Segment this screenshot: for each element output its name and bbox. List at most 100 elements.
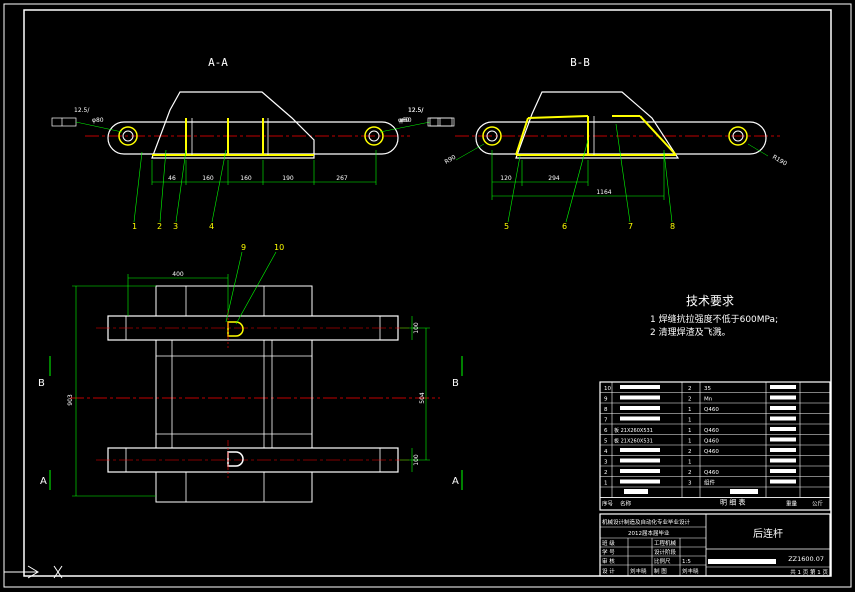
bom-row-qty: 3 [688, 481, 692, 487]
title-row-cell-0: 设 计 [602, 567, 615, 575]
bb-callout-6: 6 [562, 222, 567, 231]
bom-row-name-bar [620, 448, 660, 452]
bb-radius-left: R90 [444, 154, 458, 166]
bom-row-note-bar [770, 479, 796, 484]
title-sheet: 共 1 页 第 1 页 [790, 568, 828, 576]
aa-dim-4: 267 [336, 175, 348, 182]
bom-row-name-bar [620, 458, 660, 463]
tech-line-1: 1 焊缝抗拉强度不低于600MPa; [650, 313, 778, 325]
bom-header-2: 明 细 表 [720, 498, 745, 507]
aa-dim-0: 46 [168, 175, 176, 182]
bom-row-no: 7 [604, 418, 608, 424]
bom-row-no: 2 [604, 470, 608, 476]
title-drawing-no: ZZ1600.07 [788, 555, 824, 563]
bom-row-no: 9 [604, 397, 608, 403]
bb-hole-roughness: 12.5/ [408, 107, 424, 114]
title-row-cell-1: 刘丰晓 [630, 567, 647, 575]
bom-row-note-bar [770, 395, 796, 400]
title-school: 机械设计制造及自动化专业毕业设计 [602, 518, 691, 526]
bom-row-material: 35 [704, 386, 711, 392]
section-marker-a-right: A [452, 476, 459, 487]
bom-row-note-bar [770, 416, 796, 421]
bom-row-no: 3 [604, 460, 608, 466]
aa-hole-roughness: 12.5/ [74, 107, 90, 114]
title-part-name: 后连杆 [753, 527, 783, 540]
view-plan: B B A A 9 [38, 243, 463, 503]
view-bb: B-B 120 294 1164 12.5/ φ60 R90 R190 [400, 56, 788, 231]
title-row-cell-3: 1:5 [682, 559, 691, 565]
bom-row-note-bar [770, 448, 796, 452]
bom-row-qty: 1 [688, 407, 692, 413]
plan-callout-9: 9 [241, 243, 246, 252]
bom-row-no: 6 [604, 428, 608, 434]
bom-row-no: 8 [604, 407, 608, 413]
bb-dim-0: 120 [500, 175, 512, 182]
bom-row-material: Q460 [704, 470, 719, 476]
bom-header-4: 公斤 [812, 500, 824, 508]
title-row-cell-2: 设计阶段 [654, 548, 677, 556]
bom-row-qty: 1 [688, 460, 692, 466]
title-row-cell-3: 刘丰晓 [682, 567, 699, 575]
section-marker-a-left: A [40, 476, 47, 487]
ucs-icon [3, 552, 63, 579]
plan-dim-left: 903 [67, 394, 74, 406]
bb-callout-7: 7 [628, 222, 633, 231]
bom-row-name-bar [620, 479, 660, 484]
plan-callout-10: 10 [274, 243, 284, 252]
bom-row-qty: 2 [688, 397, 692, 403]
bom-row-qty: 2 [688, 470, 692, 476]
section-marker-b-left: B [38, 378, 45, 389]
bom-row-note-bar [770, 385, 796, 389]
aa-hole-dia-b: φ60 [398, 117, 410, 124]
bom-row-name-bar [620, 406, 660, 410]
bom-row-qty: 1 [688, 439, 692, 445]
plan-dim-right-top: 100 [413, 322, 420, 334]
bom-row-qty: 2 [688, 449, 692, 455]
bom-row-material: Q460 [704, 428, 719, 434]
inner-frame [23, 9, 832, 577]
tech-title: 技术要求 [686, 294, 734, 308]
section-marker-b-right: B [452, 378, 459, 389]
section-label-aa: A-A [208, 56, 228, 69]
bom-row-material: Q460 [704, 439, 719, 445]
aa-callout-3: 3 [173, 222, 178, 231]
title-row-cell-2: 比例尺 [654, 557, 671, 565]
aa-dim-1: 160 [202, 175, 214, 182]
tech-line-2: 2 清理焊渣及飞溅。 [650, 326, 731, 338]
bom-row-name: 板 21X260X531 [614, 438, 653, 445]
bom-row-material: Mn [704, 397, 713, 403]
title-row-cell-2: 制 图 [654, 567, 667, 575]
bb-radius-right: R190 [771, 154, 788, 168]
outer-frame [3, 3, 852, 588]
view-aa: A-A 46 160 160 190 267 12.5/ φ80 [51, 56, 455, 231]
bb-callout-8: 8 [670, 222, 675, 231]
bb-hole-dia-a: φ60 [400, 117, 412, 124]
bb-callout-5: 5 [504, 222, 509, 231]
bom-row-qty: 1 [688, 428, 692, 434]
bom-row-name-bar [620, 385, 660, 389]
bom-row-material: Q460 [704, 449, 719, 455]
plan-dim-top: 400 [172, 271, 184, 278]
bom-row-note-bar [770, 437, 796, 442]
bom-header-3: 重量 [786, 500, 798, 508]
title-row-cell-2: 工程机械 [654, 539, 677, 547]
title-row-cell-0: 班 级 [602, 539, 615, 547]
bom-row-qty: 1 [688, 418, 692, 424]
title-year: 2012届本届毕业 [628, 529, 670, 537]
bom-row-name-bar [620, 395, 660, 400]
aa-dim-3: 190 [282, 175, 294, 182]
bom-row-material: Q460 [704, 407, 719, 413]
bom-row-qty: 2 [688, 386, 692, 392]
bb-dim-1: 294 [548, 175, 560, 182]
aa-dim-2: 160 [240, 175, 252, 182]
bom-row-no: 5 [604, 439, 608, 445]
plan-dim-right-bottom: 100 [413, 454, 420, 466]
title-row-cell-0: 学 号 [602, 548, 615, 556]
bom-header-0: 序号 [602, 500, 614, 508]
bom-row-note-bar [770, 427, 796, 431]
aa-callout-4: 4 [209, 222, 214, 231]
section-label-bb: B-B [570, 56, 590, 69]
aa-hole-dia-a: φ80 [92, 117, 104, 124]
bom-row-name-bar [620, 416, 660, 421]
